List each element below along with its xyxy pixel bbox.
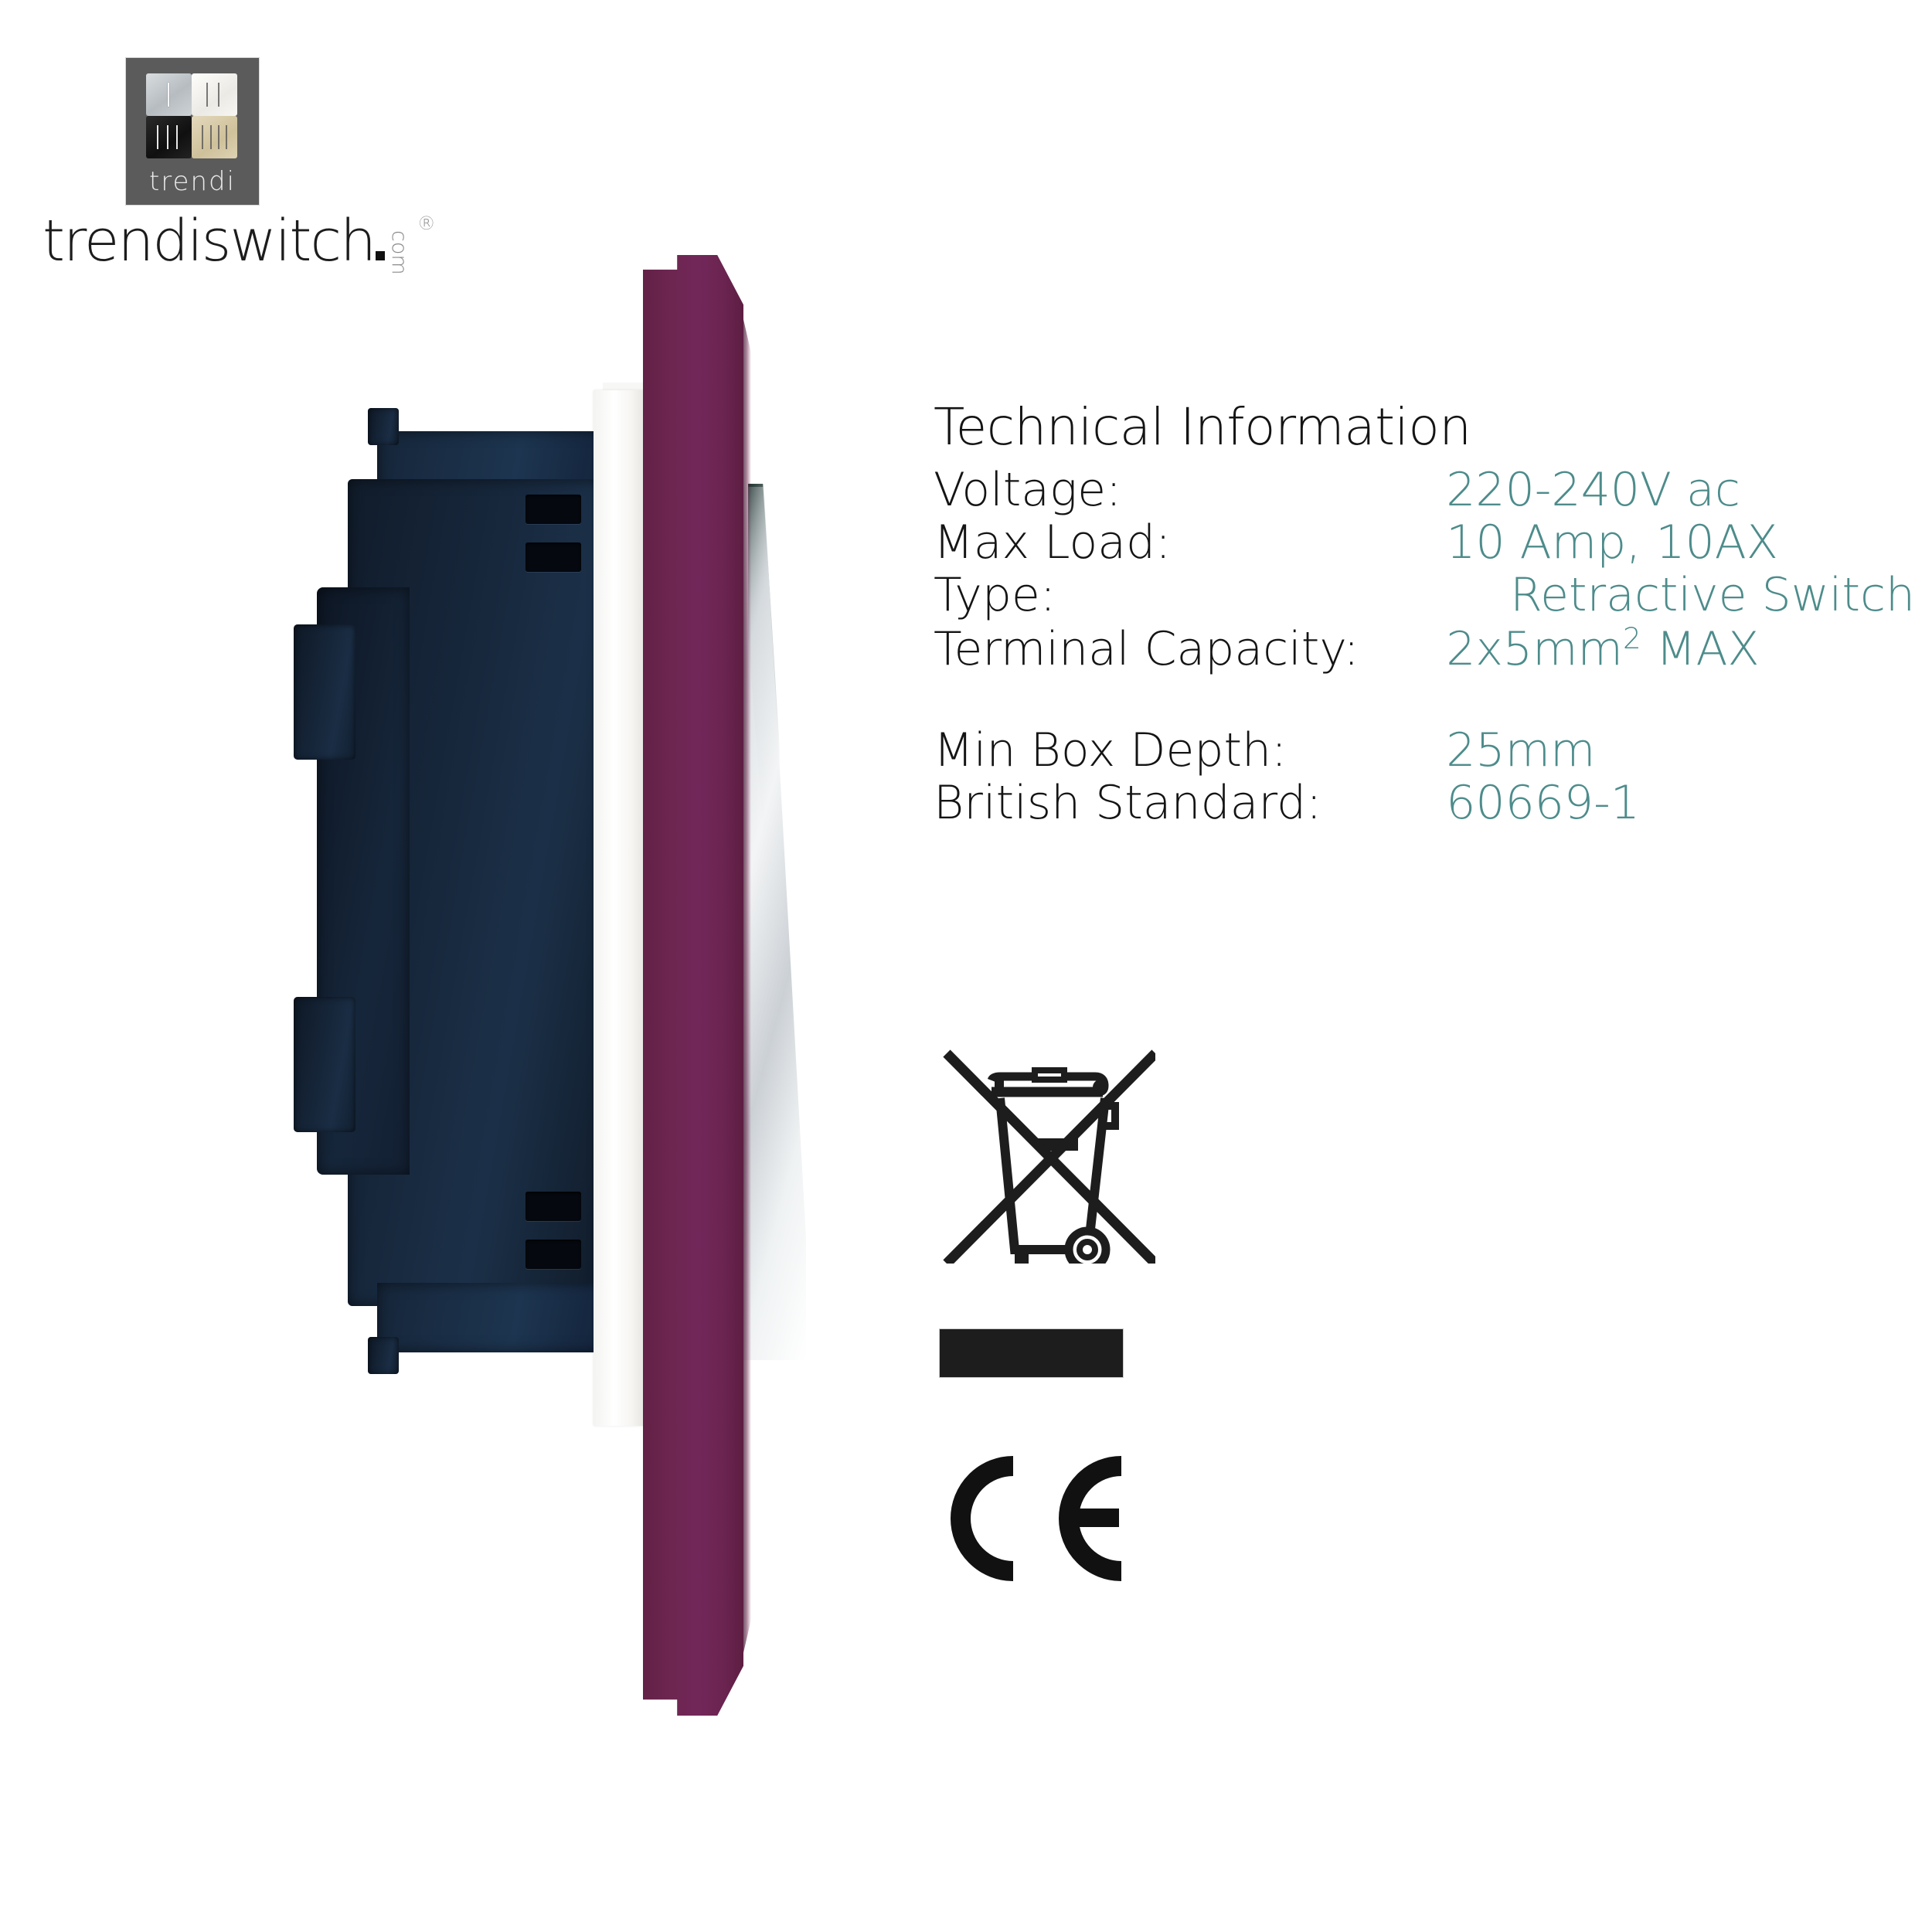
- terminal-slot-4: [526, 1240, 581, 1269]
- spec-value-max-load: 10 Amp, 10AX: [1446, 515, 1778, 570]
- product-image: [294, 255, 881, 1747]
- compliance-symbols: [923, 1032, 1248, 1581]
- technical-information-panel: Technical Information Voltage: 220-240V …: [934, 400, 1915, 830]
- spec-value-min-box-depth: 25mm: [1446, 723, 1596, 778]
- logo-tile-gold: [192, 116, 237, 158]
- trendi-switch-grid-icon: [146, 73, 237, 158]
- spec-value-terminal-capacity-main: 2x5mm: [1446, 621, 1623, 676]
- spec-label-british-standard: British Standard:: [934, 776, 1322, 831]
- spec-row-terminal-capacity: Terminal Capacity: 2x5mm2 MAX: [934, 622, 1915, 676]
- weee-black-bar-icon: [940, 1329, 1123, 1377]
- spec-value-terminal-capacity: 2x5mm2 MAX: [1446, 622, 1915, 676]
- terminal-slot-2: [526, 543, 581, 572]
- spec-table: Voltage: 220-240V ac Max Load: 10 Amp, 1…: [934, 464, 1915, 830]
- spec-label-type: Type:: [934, 567, 1056, 622]
- trendi-logo-tile: trendi: [126, 58, 259, 205]
- spec-value-terminal-capacity-sup: 2: [1622, 621, 1641, 655]
- spec-row-min-box-depth: Min Box Depth: 25mm: [934, 725, 1915, 777]
- spec-label-voltage: Voltage:: [934, 463, 1122, 518]
- site-wordmark-text: trendiswitch: [43, 208, 376, 274]
- mounting-plate: [594, 390, 645, 1426]
- logo-tile-black: [146, 116, 192, 158]
- technical-information-title: Technical Information: [934, 397, 1471, 457]
- spec-value-terminal-capacity-suffix: MAX: [1641, 621, 1760, 676]
- spec-value-british-standard: 60669-1: [1446, 776, 1640, 831]
- backbox-tab-bottom: [368, 1337, 399, 1374]
- weee-crossed-out-wheelie-bin-icon: [943, 1049, 1155, 1264]
- spec-value-type: Retractive Switch: [1510, 567, 1915, 622]
- backbox-tab-top: [368, 408, 399, 445]
- terminal-slot-3: [526, 1192, 581, 1221]
- spec-label-max-load: Max Load:: [934, 515, 1172, 570]
- ce-mark-icon: [951, 1456, 1122, 1581]
- spec-row-voltage: Voltage: 220-240V ac: [934, 464, 1915, 517]
- spec-row-british-standard: British Standard: 60669-1: [934, 777, 1915, 830]
- faceplate-plum: [643, 255, 743, 1716]
- logo-wordmark-text: trendi: [148, 166, 236, 197]
- logo-tile-silver: [146, 73, 192, 116]
- backbox-lug-top: [294, 624, 355, 760]
- spec-row-type: Type: Retractive Switch: [934, 567, 1915, 622]
- backbox-lug-bottom: [294, 997, 355, 1132]
- spec-label-terminal-capacity: Terminal Capacity:: [934, 621, 1359, 676]
- spec-value-voltage: 220-240V ac: [1446, 463, 1740, 518]
- logo-tile-white: [192, 73, 237, 116]
- site-wordmark-dot: [376, 251, 386, 260]
- spec-label-min-box-depth: Min Box Depth:: [934, 723, 1287, 778]
- terminal-slot-1: [526, 495, 581, 524]
- spec-row-max-load: Max Load: 10 Amp, 10AX: [934, 515, 1915, 570]
- spec-spacer-row: [934, 675, 1915, 725]
- site-wordmark-registered: ®: [417, 213, 436, 234]
- backbox-lower-section: [377, 1283, 609, 1352]
